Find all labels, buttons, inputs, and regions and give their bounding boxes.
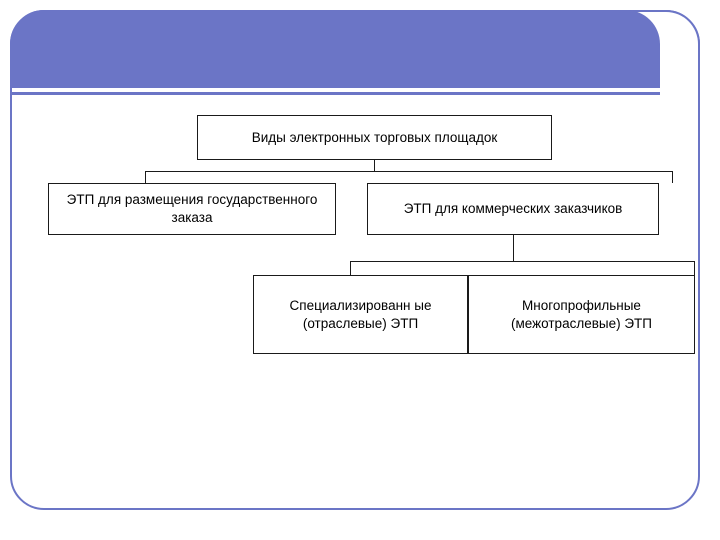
node-government-etp: ЭТП для размещения государственного зака…	[48, 183, 336, 235]
connector-commercial-down	[513, 235, 514, 261]
slide-frame-corner-notch	[660, 10, 700, 88]
node-root: Виды электронных торговых площадок	[197, 115, 552, 160]
node-multiprofile-etp: Многопрофильные (межотраслевые) ЭТП	[468, 275, 695, 354]
connector-special-up	[350, 261, 351, 275]
slide-header-underline	[12, 92, 660, 95]
connector-multi-up	[694, 261, 695, 275]
slide-header-banner	[10, 10, 660, 88]
node-specialized-etp: Специализированн ые (отраслевые) ЭТП	[253, 275, 468, 354]
connector-gov-up	[145, 171, 146, 183]
connector-level1-bus	[145, 171, 672, 172]
node-commercial-etp: ЭТП для коммерческих заказчиков	[367, 183, 659, 235]
connector-commercial-up	[672, 171, 673, 183]
connector-root-down	[374, 160, 375, 172]
connector-level2-bus	[350, 261, 695, 262]
